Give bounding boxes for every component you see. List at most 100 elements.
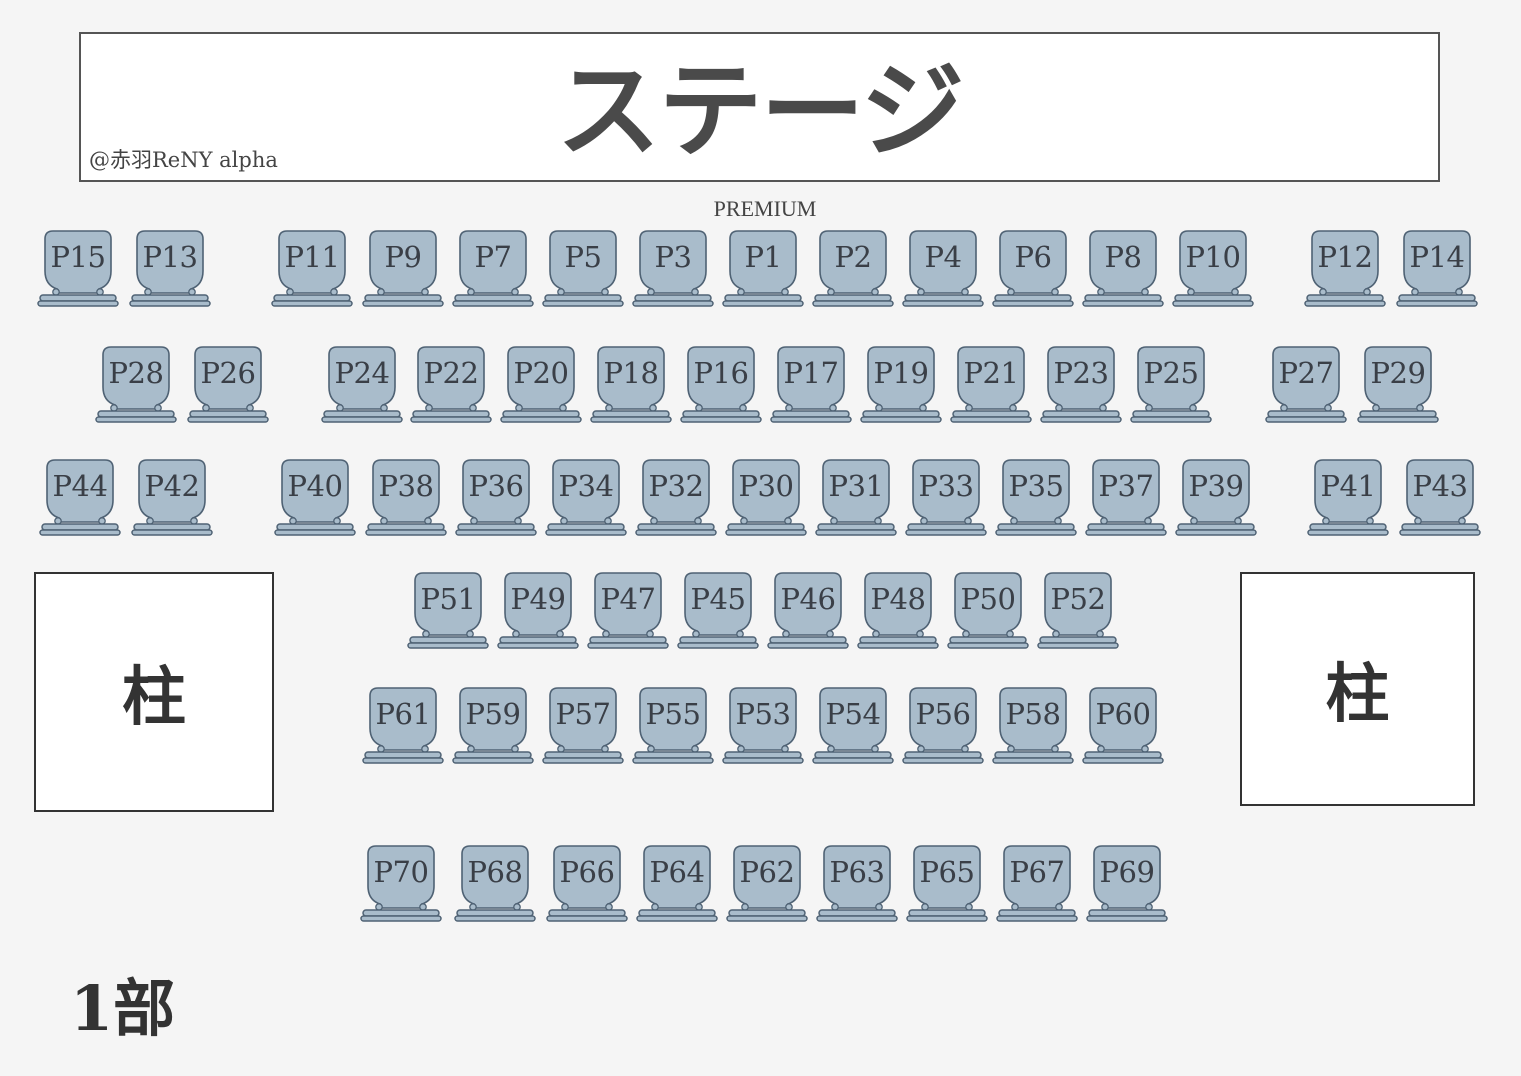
seat-p57[interactable]: P57 xyxy=(542,686,624,766)
seat-label: P12 xyxy=(1317,240,1373,274)
seat-p62[interactable]: P62 xyxy=(726,844,808,924)
seat-p44[interactable]: P44 xyxy=(39,458,121,538)
seat-p15[interactable]: P15 xyxy=(37,229,119,309)
seat-label: P45 xyxy=(690,582,746,616)
pillar-left-label: 柱 xyxy=(122,660,186,735)
seat-p36[interactable]: P36 xyxy=(455,458,537,538)
seat-shape xyxy=(812,230,894,307)
seat-p58[interactable]: P58 xyxy=(992,686,1074,766)
seat-p9[interactable]: P9 xyxy=(362,229,444,309)
seat-shape xyxy=(812,687,894,764)
seat-p26[interactable]: P26 xyxy=(187,345,269,425)
seat-shape xyxy=(545,459,627,536)
seat-p18[interactable]: P18 xyxy=(590,345,672,425)
seat-shape xyxy=(546,845,628,922)
seat-p51[interactable]: P51 xyxy=(407,571,489,651)
seat-p2[interactable]: P2 xyxy=(812,229,894,309)
seat-p30[interactable]: P30 xyxy=(725,458,807,538)
seat-p11[interactable]: P11 xyxy=(271,229,353,309)
seat-p59[interactable]: P59 xyxy=(452,686,534,766)
seat-p19[interactable]: P19 xyxy=(860,345,942,425)
seat-p56[interactable]: P56 xyxy=(902,686,984,766)
seat-label: P34 xyxy=(558,469,614,503)
seat-shape xyxy=(95,346,177,423)
seat-p5[interactable]: P5 xyxy=(542,229,624,309)
pillar-left: 柱 xyxy=(34,572,274,812)
seat-p48[interactable]: P48 xyxy=(857,571,939,651)
seat-p42[interactable]: P42 xyxy=(131,458,213,538)
seat-label: P53 xyxy=(735,697,791,731)
seat-p50[interactable]: P50 xyxy=(947,571,1029,651)
seat-p34[interactable]: P34 xyxy=(545,458,627,538)
seat-p24[interactable]: P24 xyxy=(321,345,403,425)
seat-p43[interactable]: P43 xyxy=(1399,458,1481,538)
seat-label: P35 xyxy=(1008,469,1064,503)
seat-p46[interactable]: P46 xyxy=(767,571,849,651)
seat-p40[interactable]: P40 xyxy=(274,458,356,538)
seat-label: P22 xyxy=(423,356,479,390)
seat-label: P14 xyxy=(1409,240,1465,274)
seat-p14[interactable]: P14 xyxy=(1396,229,1478,309)
seat-p13[interactable]: P13 xyxy=(129,229,211,309)
seat-p37[interactable]: P37 xyxy=(1085,458,1167,538)
seat-p41[interactable]: P41 xyxy=(1307,458,1389,538)
seat-p31[interactable]: P31 xyxy=(815,458,897,538)
seat-p1[interactable]: P1 xyxy=(722,229,804,309)
seat-p32[interactable]: P32 xyxy=(635,458,717,538)
seat-label: P18 xyxy=(603,356,659,390)
seat-p29[interactable]: P29 xyxy=(1357,345,1439,425)
seat-p16[interactable]: P16 xyxy=(680,345,762,425)
seat-p35[interactable]: P35 xyxy=(995,458,1077,538)
seat-p3[interactable]: P3 xyxy=(632,229,714,309)
seat-p28[interactable]: P28 xyxy=(95,345,177,425)
seat-p27[interactable]: P27 xyxy=(1265,345,1347,425)
seat-p70[interactable]: P70 xyxy=(360,844,442,924)
seat-label: P30 xyxy=(738,469,794,503)
seat-shape xyxy=(992,687,1074,764)
seat-p20[interactable]: P20 xyxy=(500,345,582,425)
seat-label: P19 xyxy=(873,356,929,390)
seat-shape xyxy=(677,572,759,649)
seat-p61[interactable]: P61 xyxy=(362,686,444,766)
seat-p45[interactable]: P45 xyxy=(677,571,759,651)
seat-p54[interactable]: P54 xyxy=(812,686,894,766)
seat-p55[interactable]: P55 xyxy=(632,686,714,766)
seat-p21[interactable]: P21 xyxy=(950,345,1032,425)
seat-shape xyxy=(129,230,211,307)
seat-shape xyxy=(996,845,1078,922)
seat-p69[interactable]: P69 xyxy=(1086,844,1168,924)
seat-p22[interactable]: P22 xyxy=(410,345,492,425)
seat-shape xyxy=(1172,230,1254,307)
seat-shape xyxy=(767,572,849,649)
seat-p39[interactable]: P39 xyxy=(1175,458,1257,538)
seat-p25[interactable]: P25 xyxy=(1130,345,1212,425)
seat-p12[interactable]: P12 xyxy=(1304,229,1386,309)
seat-p63[interactable]: P63 xyxy=(816,844,898,924)
seat-p67[interactable]: P67 xyxy=(996,844,1078,924)
seat-p23[interactable]: P23 xyxy=(1040,345,1122,425)
seat-p52[interactable]: P52 xyxy=(1037,571,1119,651)
seat-label: P25 xyxy=(1143,356,1199,390)
seat-shape xyxy=(1130,346,1212,423)
seat-label: P55 xyxy=(645,697,701,731)
seat-p7[interactable]: P7 xyxy=(452,229,534,309)
seat-shape xyxy=(274,459,356,536)
seat-p47[interactable]: P47 xyxy=(587,571,669,651)
seat-p49[interactable]: P49 xyxy=(497,571,579,651)
seat-shape xyxy=(1085,459,1167,536)
seat-p8[interactable]: P8 xyxy=(1082,229,1164,309)
seat-p60[interactable]: P60 xyxy=(1082,686,1164,766)
seat-p68[interactable]: P68 xyxy=(454,844,536,924)
seat-shape xyxy=(1082,230,1164,307)
seat-p33[interactable]: P33 xyxy=(905,458,987,538)
seat-p17[interactable]: P17 xyxy=(770,345,852,425)
seat-p53[interactable]: P53 xyxy=(722,686,804,766)
seat-label: P16 xyxy=(693,356,749,390)
seat-p6[interactable]: P6 xyxy=(992,229,1074,309)
seat-p4[interactable]: P4 xyxy=(902,229,984,309)
seat-p64[interactable]: P64 xyxy=(636,844,718,924)
seat-p65[interactable]: P65 xyxy=(906,844,988,924)
seat-p38[interactable]: P38 xyxy=(365,458,447,538)
seat-p66[interactable]: P66 xyxy=(546,844,628,924)
seat-p10[interactable]: P10 xyxy=(1172,229,1254,309)
